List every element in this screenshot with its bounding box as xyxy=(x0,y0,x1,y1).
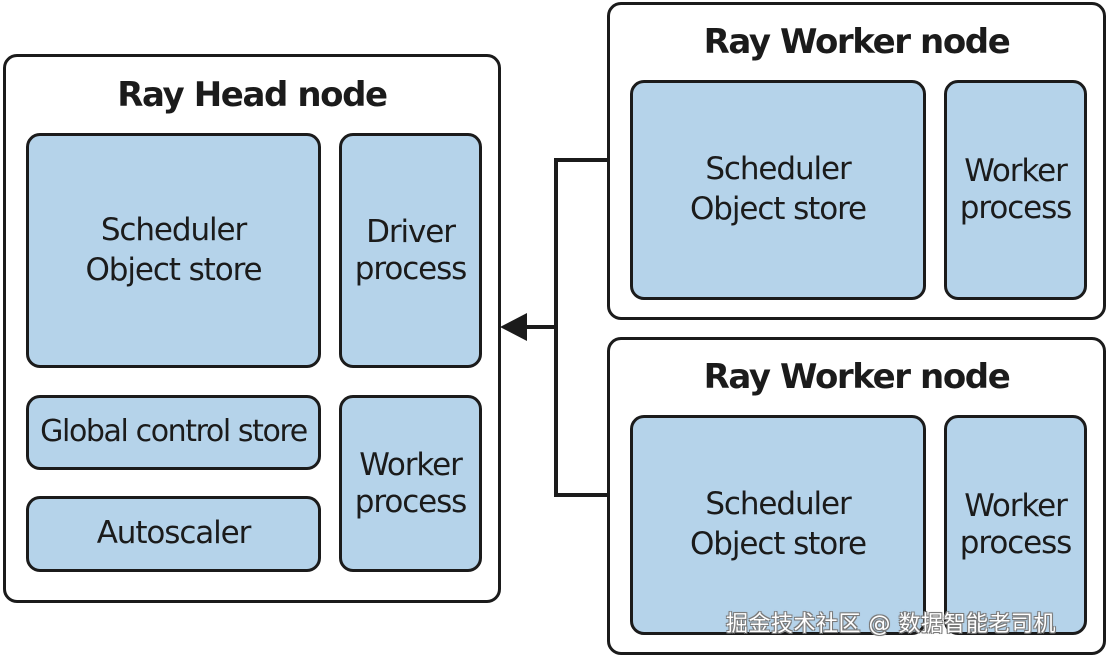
worker1-worker-process-box: Worker process xyxy=(944,80,1087,300)
worker2-scheduler-object-store-box: Scheduler Object store xyxy=(630,415,926,635)
ray-worker-node-1: Ray Worker node Scheduler Object store W… xyxy=(607,2,1106,320)
arrow-head xyxy=(500,313,527,341)
worker2-worker-label: Worker xyxy=(964,488,1068,525)
worker1-object-store-label: Object store xyxy=(689,191,867,227)
head-worker-label: Worker xyxy=(359,446,463,483)
watermark-text: 掘金技术社区 @ 数据智能老司机 xyxy=(726,612,1056,637)
worker-node-2-title: Ray Worker node xyxy=(703,357,1011,397)
worker2-scheduler-label: Scheduler xyxy=(705,486,851,523)
driver-label: Driver xyxy=(366,213,456,250)
worker1-connector xyxy=(554,158,607,497)
driver-process-box: Driver process xyxy=(339,133,482,368)
ray-worker-node-2: Ray Worker node Scheduler Object store W… xyxy=(607,337,1106,655)
autoscaler-box: Autoscaler xyxy=(26,496,321,572)
head-scheduler-label: Scheduler xyxy=(100,211,247,248)
worker2-worker-process-box: Worker process xyxy=(944,415,1087,635)
autoscaler-label: Autoscaler xyxy=(96,515,252,552)
worker1-scheduler-label: Scheduler xyxy=(705,151,851,188)
head-object-store-label: Object store xyxy=(85,251,262,288)
worker2-worker-process-label: process xyxy=(959,525,1073,561)
worker1-scheduler-object-store-box: Scheduler Object store xyxy=(630,80,926,300)
worker-node-1-title: Ray Worker node xyxy=(703,22,1011,62)
head-node-title: Ray Head node xyxy=(117,75,388,115)
head-worker-process-label: process xyxy=(354,483,468,520)
global-control-store-box: Global control store xyxy=(26,395,321,470)
head-scheduler-object-store-box: Scheduler Object store xyxy=(26,133,321,368)
driver-process-label: process xyxy=(354,250,468,287)
global-control-store-label: Global control store xyxy=(40,414,308,450)
worker1-worker-process-label: process xyxy=(959,190,1073,226)
ray-head-node: Ray Head node Scheduler Object store Dri… xyxy=(3,54,501,603)
worker2-object-store-label: Object store xyxy=(689,526,867,562)
worker1-worker-label: Worker xyxy=(964,153,1068,190)
head-worker-process-box: Worker process xyxy=(339,395,482,572)
